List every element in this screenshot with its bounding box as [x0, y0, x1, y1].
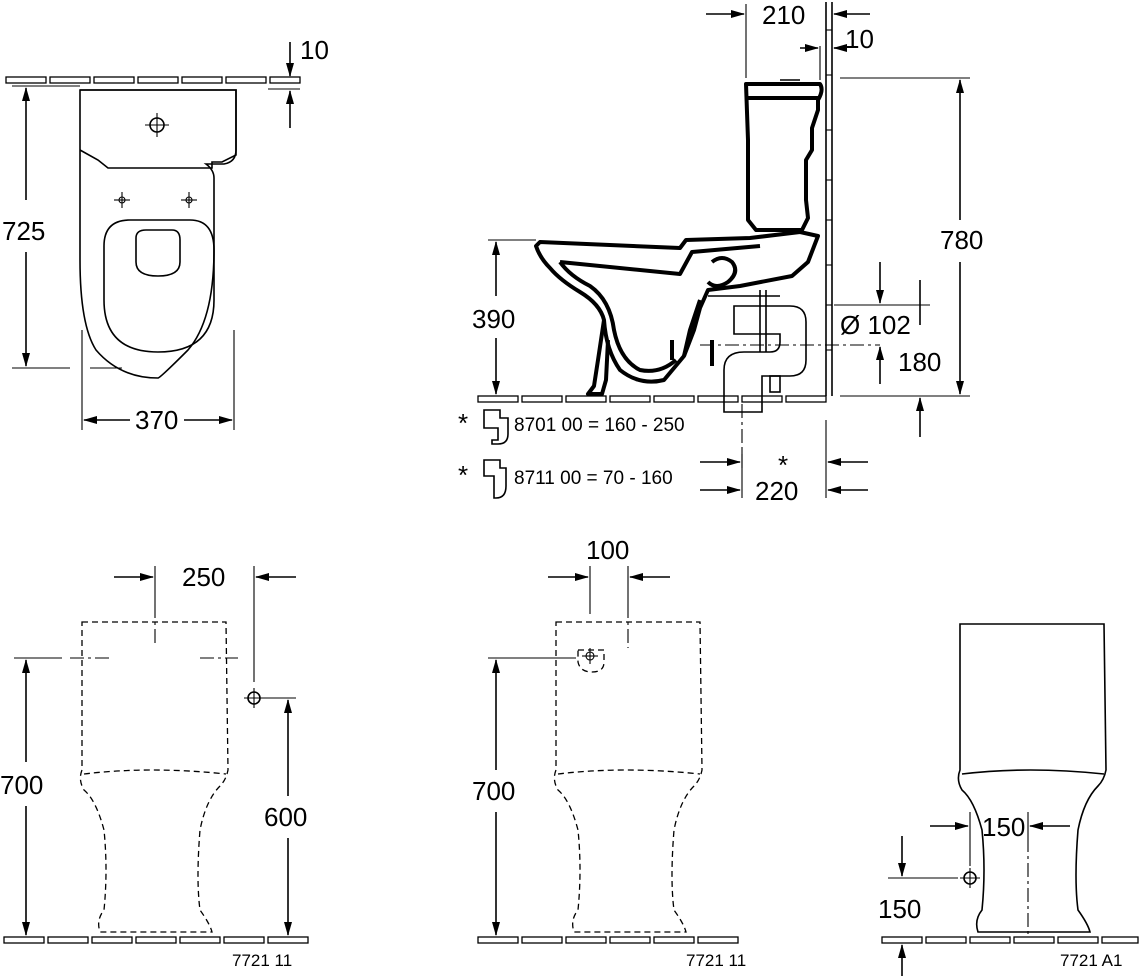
wc-front-outline — [957, 623, 1107, 933]
dim-220: 220 — [755, 476, 798, 506]
dim-700-left: 700 — [0, 770, 43, 800]
top-view: 725 370 10 — [2, 35, 329, 435]
tank-lid-outline — [79, 89, 237, 169]
side-view: 210 10 780 390 Ø 102 180 * 220 — [458, 0, 983, 506]
wc-front-outline — [79, 621, 229, 933]
accessory-text-2: 8711 00 = 70 - 160 — [514, 468, 673, 489]
accessory-row-2: * 8711 00 = 70 - 160 — [458, 459, 673, 499]
outlet-symbol — [960, 868, 980, 888]
dim-600: 600 — [264, 802, 307, 832]
dim-180: 180 — [898, 347, 941, 377]
side-inlet-symbol — [577, 649, 605, 673]
product-code-middle: 7721 11 — [686, 951, 746, 970]
bowl-inner — [558, 244, 761, 373]
seat-opening — [135, 229, 181, 277]
dim-diameter-102: Ø 102 — [840, 310, 911, 340]
inlet-symbol — [244, 688, 264, 708]
asterisk-220: * — [778, 450, 788, 480]
front-view-right: 150 150 7721 A1 — [878, 623, 1139, 976]
bowl-outline — [534, 230, 820, 384]
accessory-row-1: * 8701 00 = 160 - 250 — [458, 408, 685, 445]
dim-370: 370 — [135, 405, 178, 435]
cistern-outline — [744, 82, 824, 232]
fixing-point-right — [181, 192, 197, 208]
floor-line — [477, 936, 739, 944]
dim-10-side: 10 — [845, 24, 874, 54]
accessory-marker-1: * — [458, 408, 468, 438]
inlet-symbol — [145, 113, 169, 137]
dim-725: 725 — [2, 216, 45, 246]
dim-780: 780 — [940, 225, 983, 255]
floor-line — [477, 395, 827, 403]
accessory-marker-2: * — [458, 460, 468, 490]
dim-100: 100 — [586, 535, 629, 565]
dim-150-vertical: 150 — [878, 894, 921, 924]
dim-390: 390 — [472, 304, 515, 334]
floor-line — [3, 936, 309, 944]
wall-line — [5, 76, 301, 84]
seat-outline — [103, 219, 215, 353]
pan-connector-icon — [483, 409, 509, 445]
front-view-middle: 100 700 7721 11 — [472, 535, 746, 970]
dim-10-top: 10 — [300, 35, 329, 65]
floor-line — [881, 936, 1139, 944]
front-view-left: 250 700 600 7721 11 — [0, 562, 309, 970]
wall — [825, 2, 833, 396]
wc-front-outline — [553, 621, 703, 933]
dim-250: 250 — [182, 562, 225, 592]
product-code-right: 7721 A1 — [1060, 951, 1122, 970]
wc-top-outline — [79, 89, 237, 379]
outlet-connector — [723, 305, 807, 413]
fixing-point-left — [114, 192, 130, 208]
dim-210: 210 — [762, 0, 805, 30]
product-code-left: 7721 11 — [232, 951, 292, 970]
dim-150-horizontal: 150 — [982, 812, 1025, 842]
dim-700-middle: 700 — [472, 776, 515, 806]
pan-connector-short-icon — [483, 459, 507, 499]
accessory-text-1: 8701 00 = 160 - 250 — [514, 415, 685, 436]
